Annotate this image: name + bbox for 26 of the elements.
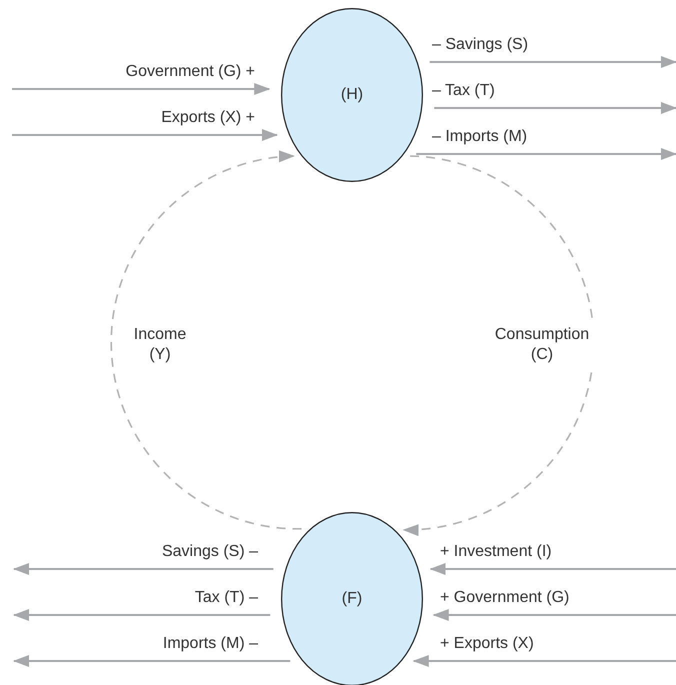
arrow [430,56,676,68]
edge-label: – Tax (T) [432,81,495,101]
edge-label: – Savings (S) [432,35,528,55]
edge-label: Imports (M) – [162,634,258,654]
arrow [432,609,676,621]
arrow [13,563,274,575]
edge-label: Savings (S) – [162,542,258,562]
node-label: (H) [340,86,364,104]
arrow [416,148,676,160]
node-label: (F) [342,590,362,608]
dashed-arrow [110,151,302,530]
edge-label: + Government (G) [440,588,570,608]
edge-label: + Investment (I) [440,542,552,562]
arrow [12,83,270,95]
edge-label: Government (G) + [126,62,255,82]
edge-label: Tax (T) – [194,588,258,608]
arrow [434,102,676,114]
edge-label: + Exports (X) [440,634,534,654]
edge-label: Exports (X) + [161,108,255,128]
arrow [12,129,278,141]
dashed-arrow [402,155,594,536]
edge-label: – Imports (M) [432,127,528,147]
arrow [430,563,676,575]
arrow [412,655,676,667]
arrow [13,609,270,621]
arrow [13,655,290,667]
